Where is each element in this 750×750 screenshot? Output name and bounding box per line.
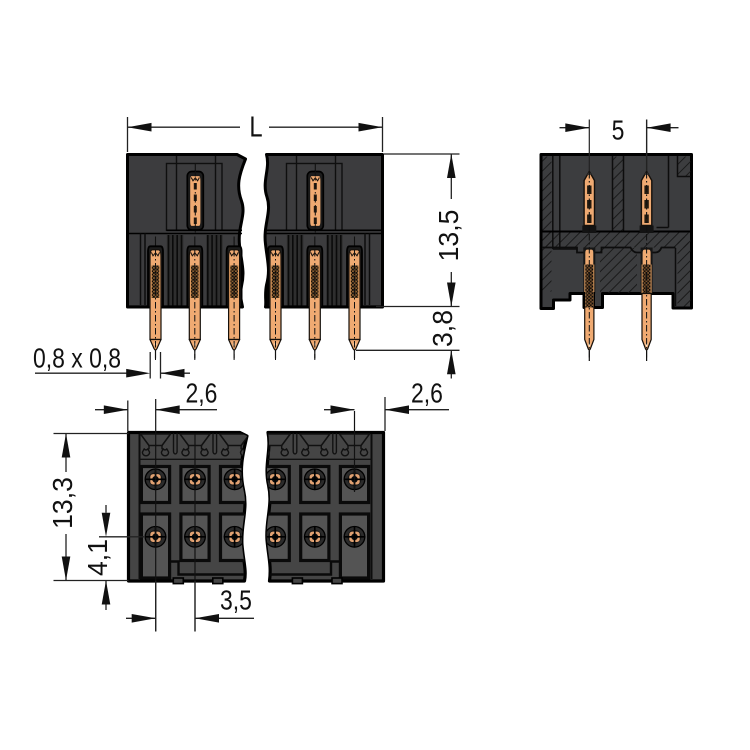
svg-text:3,5: 3,5 <box>220 585 252 616</box>
svg-text:3,8: 3,8 <box>427 310 459 347</box>
svg-text:5: 5 <box>612 115 625 146</box>
svg-text:0,8 x 0,8: 0,8 x 0,8 <box>33 343 121 374</box>
svg-text:13,5: 13,5 <box>432 210 464 262</box>
svg-text:2,6: 2,6 <box>411 378 443 409</box>
svg-text:4,1: 4,1 <box>82 539 114 576</box>
svg-text:13,3: 13,3 <box>47 477 79 529</box>
svg-text:2,6: 2,6 <box>186 378 218 409</box>
svg-text:L: L <box>249 110 262 143</box>
